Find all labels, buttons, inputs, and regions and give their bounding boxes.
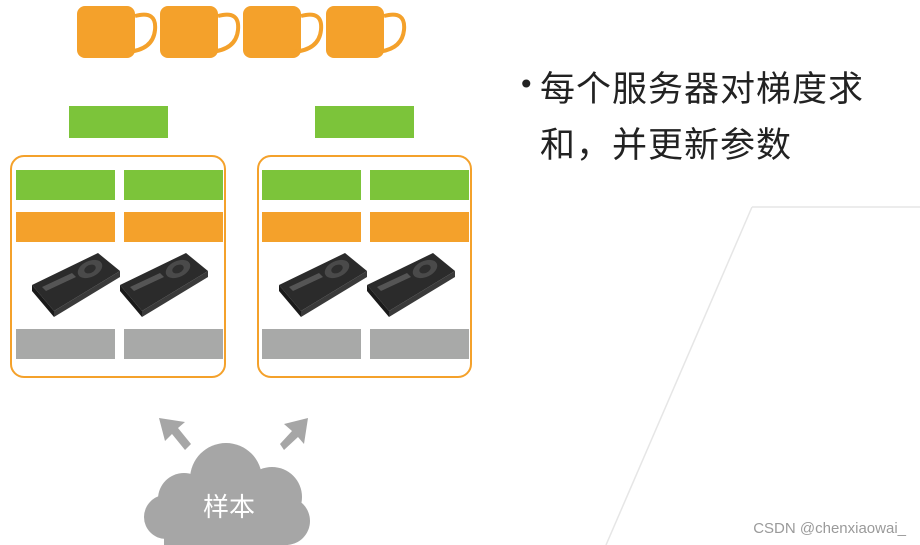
mug-icon xyxy=(375,12,407,54)
server-1-box xyxy=(10,155,226,378)
slide-decoration-line xyxy=(605,206,920,545)
cloud-icon xyxy=(144,443,310,545)
mug-icon xyxy=(209,12,241,54)
server-1-sum-bar xyxy=(69,106,168,138)
mug-icon xyxy=(292,12,324,54)
bullet-text: 每个服务器对梯度求 和，并更新参数 xyxy=(540,62,920,174)
watermark: CSDN @chenxiaowai_ xyxy=(753,520,906,537)
cloud-label: 样本 xyxy=(202,493,255,523)
parameter-server-mug-4 xyxy=(326,6,410,60)
mug-icon xyxy=(126,12,158,54)
up-arrow-icon xyxy=(159,418,191,450)
gpu-gradient-bar xyxy=(124,170,223,200)
up-arrow-icon xyxy=(280,418,308,450)
gpu-gradient-bar xyxy=(16,170,115,200)
bullet-dot: • xyxy=(518,68,535,101)
parameter-server-mug-3 xyxy=(243,6,327,60)
gpu-gradient-bar xyxy=(262,170,361,200)
server-2-sum-bar xyxy=(315,106,414,138)
server-2-box xyxy=(257,155,472,378)
gpu-weight-bar xyxy=(124,212,223,242)
parameter-server-mug-2 xyxy=(160,6,244,60)
bullet-line-2: 和，并更新参数 xyxy=(540,126,793,166)
gpu-card-icon xyxy=(32,253,120,317)
gpu-data-bar xyxy=(16,329,115,359)
gpu-card-icon xyxy=(279,253,367,317)
gpu-card-icon xyxy=(120,253,208,317)
gpu-weight-bar xyxy=(262,212,361,242)
gpu-data-bar xyxy=(124,329,223,359)
parameter-server-mug-1 xyxy=(77,6,161,60)
gpu-data-bar xyxy=(370,329,469,359)
gpu-weight-bar xyxy=(370,212,469,242)
gpu-data-bar xyxy=(262,329,361,359)
gpu-weight-bar xyxy=(16,212,115,242)
gpu-gradient-bar xyxy=(370,170,469,200)
bullet-line-1: 每个服务器对梯度求 xyxy=(540,70,865,110)
gpu-card-icon xyxy=(367,253,455,317)
